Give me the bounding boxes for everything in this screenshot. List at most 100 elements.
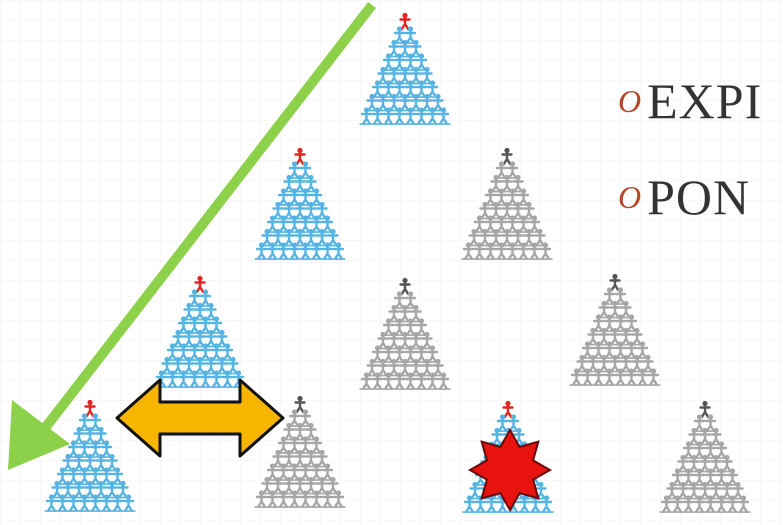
person-figure-icon bbox=[415, 345, 428, 363]
person-figure-icon bbox=[166, 370, 179, 388]
person-figure-icon bbox=[598, 354, 610, 373]
person-figure-icon bbox=[415, 80, 428, 98]
person-figure-icon bbox=[371, 372, 384, 390]
person-figure-icon bbox=[100, 467, 113, 485]
person-figure-icon bbox=[732, 481, 744, 500]
person-figure-icon bbox=[677, 454, 689, 473]
person-figure-icon bbox=[737, 495, 750, 513]
person-figure-icon bbox=[221, 343, 234, 361]
person-figure-icon bbox=[704, 441, 717, 459]
person-figure-icon bbox=[84, 453, 96, 472]
person-figure-icon bbox=[111, 467, 124, 485]
person-figure-icon bbox=[183, 329, 195, 348]
person-figure-icon bbox=[512, 228, 524, 247]
person-figure-icon bbox=[506, 242, 519, 260]
person-figure-icon bbox=[210, 343, 223, 361]
person-figure-icon bbox=[261, 476, 273, 495]
person-figure-icon bbox=[404, 372, 417, 390]
person-figure-icon bbox=[305, 228, 317, 247]
person-figure-icon bbox=[371, 345, 384, 363]
person-figure-icon bbox=[404, 26, 417, 44]
person-figure-icon bbox=[305, 201, 317, 220]
person-figure-icon bbox=[484, 215, 497, 233]
person-figure-icon bbox=[188, 289, 201, 307]
person-figure-icon bbox=[393, 26, 406, 44]
person-figure-icon bbox=[603, 368, 616, 386]
person-figure-icon bbox=[67, 467, 80, 485]
person-figure-icon bbox=[490, 201, 502, 220]
person-figure-icon bbox=[393, 291, 406, 309]
person-figure-icon bbox=[321, 215, 334, 233]
person-figure-icon bbox=[377, 331, 389, 350]
person-figure-icon bbox=[721, 454, 733, 473]
person-figure-icon bbox=[495, 242, 508, 260]
person-figure-icon bbox=[642, 354, 654, 373]
bullet-text-2: PON bbox=[647, 169, 751, 225]
person-figure-icon bbox=[84, 399, 96, 418]
person-figure-icon bbox=[194, 302, 206, 321]
person-figure-icon bbox=[100, 440, 113, 458]
person-figure-icon bbox=[388, 39, 400, 58]
person-figure-icon bbox=[491, 427, 503, 446]
person-figure-icon bbox=[410, 358, 422, 377]
person-figure-icon bbox=[277, 436, 290, 454]
person-figure-icon bbox=[415, 107, 428, 125]
person-figure-icon bbox=[393, 53, 406, 71]
person-figure-icon bbox=[78, 494, 91, 512]
person-figure-icon bbox=[715, 495, 728, 513]
person-figure-icon bbox=[360, 107, 373, 125]
person-figure-icon bbox=[710, 427, 722, 446]
person-figure-icon bbox=[45, 494, 58, 512]
person-figure-icon bbox=[682, 495, 695, 513]
person-figure-icon bbox=[172, 356, 184, 375]
person-figure-icon bbox=[528, 215, 541, 233]
person-figure-icon bbox=[587, 354, 599, 373]
person-figure-icon bbox=[78, 467, 91, 485]
red-star bbox=[467, 427, 553, 513]
person-figure-icon bbox=[305, 422, 317, 441]
person-figure-icon bbox=[327, 228, 339, 247]
person-figure-icon bbox=[106, 453, 118, 472]
person-figure-icon bbox=[377, 358, 389, 377]
person-figure-icon bbox=[382, 345, 395, 363]
person-figure-icon bbox=[84, 480, 96, 499]
person-figure-icon bbox=[693, 495, 706, 513]
person-figure-icon bbox=[183, 356, 195, 375]
person-figure-icon bbox=[603, 341, 616, 359]
person-figure-icon bbox=[321, 242, 334, 260]
person-figure-icon bbox=[415, 372, 428, 390]
person-figure-icon bbox=[404, 80, 417, 98]
person-figure-icon bbox=[95, 426, 107, 445]
person-figure-icon bbox=[399, 331, 411, 350]
person-figure-icon bbox=[726, 468, 739, 486]
person-figure-icon bbox=[404, 345, 417, 363]
person-figure-icon bbox=[73, 453, 85, 472]
person-figure-icon bbox=[631, 327, 643, 346]
person-figure-icon bbox=[469, 481, 481, 500]
person-figure-icon bbox=[255, 242, 268, 260]
person-figure-icon bbox=[310, 188, 323, 206]
person-figure-icon bbox=[299, 463, 312, 481]
person-figure-icon bbox=[299, 242, 312, 260]
person-figure-icon bbox=[188, 316, 201, 334]
person-figure-icon bbox=[410, 93, 422, 112]
person-figure-icon bbox=[210, 316, 223, 334]
bullet-marker-2: O bbox=[618, 178, 642, 215]
person-figure-icon bbox=[609, 300, 621, 319]
person-figure-icon bbox=[704, 468, 717, 486]
person-figure-icon bbox=[517, 188, 530, 206]
people-pyramid-gray bbox=[359, 277, 451, 390]
person-figure-icon bbox=[166, 343, 179, 361]
person-figure-icon bbox=[479, 201, 491, 220]
person-figure-icon bbox=[277, 242, 290, 260]
person-figure-icon bbox=[699, 427, 711, 446]
person-figure-icon bbox=[587, 327, 599, 346]
person-figure-icon bbox=[426, 80, 439, 98]
person-figure-icon bbox=[490, 228, 502, 247]
person-figure-icon bbox=[261, 228, 273, 247]
person-figure-icon bbox=[78, 440, 91, 458]
person-figure-icon bbox=[199, 370, 212, 388]
person-figure-icon bbox=[535, 481, 547, 500]
person-figure-icon bbox=[501, 147, 513, 166]
person-figure-icon bbox=[288, 161, 301, 179]
